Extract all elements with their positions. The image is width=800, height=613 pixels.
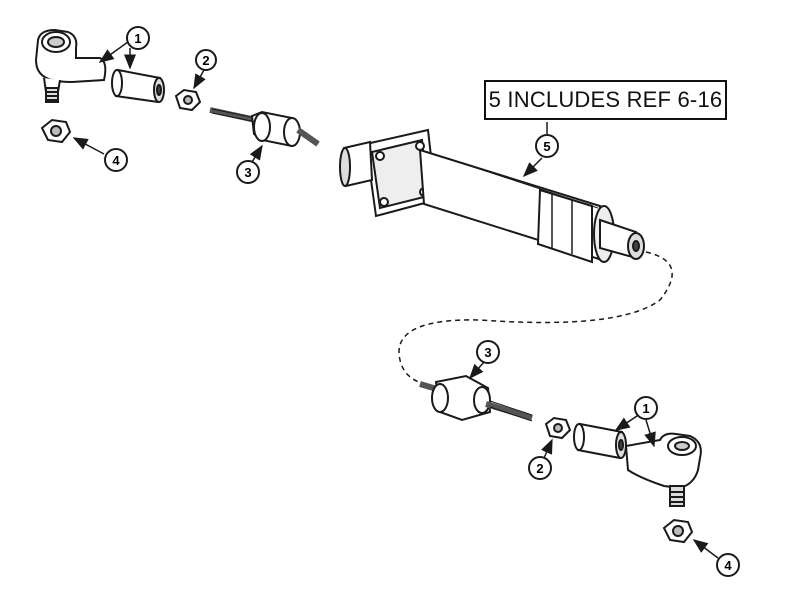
callout-3-top-number: 3 [244,165,251,180]
connection-dashed-line [398,251,673,385]
callout-3-top: 3 [236,144,263,184]
sleeve-top [111,68,165,104]
callout-1-top-number: 1 [134,31,141,46]
adjuster-stud-top [209,107,320,148]
callout-1-bottom: 1 [614,396,658,448]
jam-nut-bottom [662,518,694,544]
callout-4-bottom: 4 [692,539,740,577]
includes-note-box: 5 INCLUDES REF 6-16 [484,80,727,120]
callout-2-top: 2 [193,49,217,90]
tie-rod-end-bottom [624,432,702,507]
includes-note-text: 5 INCLUDES REF 6-16 [488,87,723,112]
sleeve-bottom [573,422,627,460]
callout-2-top-number: 2 [202,53,209,68]
callout-5: 5 [522,122,559,178]
callout-3-bottom-number: 3 [484,345,491,360]
adjuster-stud-bottom [419,374,533,422]
callout-5-number: 5 [543,139,550,154]
callout-2-bottom-number: 2 [536,461,543,476]
jam-nut-top [40,118,72,144]
nut-top [174,88,202,112]
callout-4-bottom-number: 4 [724,558,732,573]
nut-bottom [544,416,572,440]
callout-2-bottom: 2 [528,438,553,480]
tie-rod-end-top [34,28,107,103]
callout-1-top: 1 [98,26,150,70]
callout-4-top: 4 [72,137,128,172]
callout-3-bottom: 3 [469,340,500,380]
steering-cylinder [339,128,645,264]
callout-1-bottom-number: 1 [642,401,649,416]
callout-4-top-number: 4 [112,153,120,168]
